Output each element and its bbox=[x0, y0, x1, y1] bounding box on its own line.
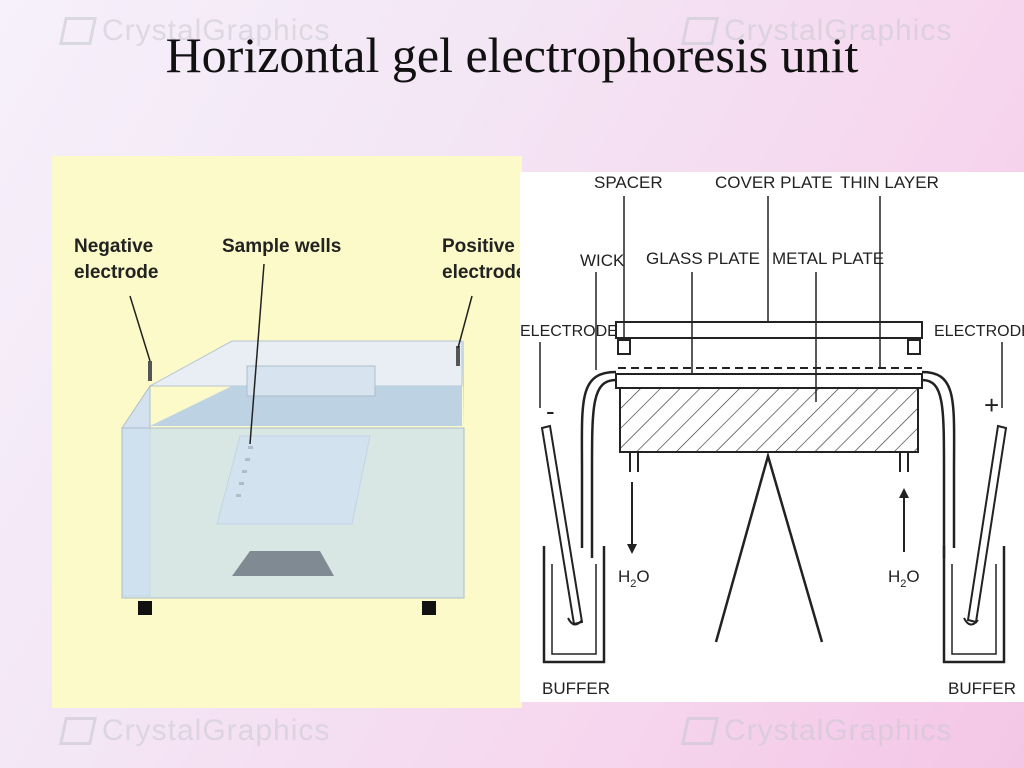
slide-title: Horizontal gel electrophoresis unit bbox=[165, 27, 859, 83]
water-out-arrowhead-icon bbox=[627, 544, 637, 554]
label-negative-electrode-line1: Negative bbox=[74, 236, 153, 257]
watermark-text: CrystalGraphics bbox=[724, 14, 953, 47]
h2o-left-o: O bbox=[636, 567, 649, 586]
tank-right-side bbox=[462, 341, 464, 598]
label-electrode-right: ELECTRODE bbox=[934, 323, 1024, 340]
watermark-top-left: CrystalGraphics bbox=[59, 14, 331, 48]
gel-tank-diagram: Negative electrode Sample wells Positive… bbox=[52, 156, 526, 708]
leader-negative-electrode bbox=[129, 295, 151, 362]
wick-right-inner bbox=[921, 378, 946, 558]
label-buffer-right: BUFFER bbox=[948, 679, 1016, 698]
leader-sample-wells bbox=[249, 263, 265, 445]
label-h2o-left: H2O bbox=[618, 567, 650, 590]
label-metal-plate: METAL PLATE bbox=[772, 249, 884, 268]
thin-layer-apparatus-diagram: SPACER COVER PLATE THIN LAYER WICK GLASS… bbox=[520, 172, 1024, 702]
electrode-rod-left bbox=[540, 424, 584, 626]
tank-buffer-surface bbox=[150, 386, 462, 426]
h2o-left-h: H bbox=[618, 567, 630, 586]
metal-plate bbox=[619, 387, 919, 453]
label-plus: + bbox=[984, 390, 999, 420]
buffer-tank-left-inner bbox=[551, 564, 597, 655]
h2o-right-o: O bbox=[906, 567, 919, 586]
watermark-text: CrystalGraphics bbox=[724, 714, 953, 747]
gel-tank-illustration: Negative electrode Sample wells Positive… bbox=[74, 236, 526, 615]
h2o-left-subscript: 2 bbox=[630, 578, 636, 590]
electrode-coil-right bbox=[963, 617, 979, 626]
negative-electrode bbox=[148, 361, 152, 381]
watermark-top-right: CrystalGraphics bbox=[681, 14, 953, 48]
electrode-coil-left bbox=[567, 617, 583, 626]
label-positive-electrode-line1: Positive bbox=[442, 236, 515, 257]
label-wick: WICK bbox=[580, 251, 625, 270]
crystalgraphics-logo-icon bbox=[681, 717, 719, 745]
label-cover-plate: COVER PLATE bbox=[715, 173, 833, 192]
leader-positive-electrode bbox=[457, 295, 473, 349]
wick-left-outer bbox=[580, 370, 617, 548]
thin-layer-apparatus-illustration: SPACER COVER PLATE THIN LAYER WICK GLASS… bbox=[520, 173, 1024, 698]
watermark-text: CrystalGraphics bbox=[102, 14, 331, 47]
buffer-tank-left bbox=[542, 546, 606, 664]
wick-left-inner bbox=[590, 378, 617, 558]
buffer-tank-right bbox=[942, 546, 1006, 664]
wick-right-outer bbox=[921, 370, 956, 548]
h2o-right-subscript: 2 bbox=[900, 578, 906, 590]
label-positive-electrode-line2: electrode bbox=[442, 262, 522, 283]
tank-foot-right bbox=[422, 601, 436, 615]
label-buffer-left: BUFFER bbox=[542, 679, 610, 698]
watermark-text: CrystalGraphics bbox=[102, 714, 331, 747]
positive-electrode bbox=[456, 346, 460, 366]
cover-plate bbox=[615, 321, 923, 339]
label-thin-layer: THIN LAYER bbox=[840, 173, 939, 192]
support-stand bbox=[714, 451, 824, 643]
buffer-tank-right-inner bbox=[951, 564, 997, 655]
spacer-right bbox=[907, 339, 921, 355]
label-h2o-right: H2O bbox=[888, 567, 920, 590]
tank-foot-left bbox=[138, 601, 152, 615]
h2o-right-h: H bbox=[888, 567, 900, 586]
gel-tray-back bbox=[246, 365, 376, 397]
label-sample-wells: Sample wells bbox=[222, 236, 341, 257]
label-spacer: SPACER bbox=[594, 173, 663, 192]
watermark-bottom-right: CrystalGraphics bbox=[681, 714, 953, 748]
crystalgraphics-logo-icon bbox=[59, 717, 97, 745]
tank-pedestal bbox=[232, 551, 334, 576]
glass-plate bbox=[615, 373, 923, 389]
label-negative-electrode-line2: electrode bbox=[74, 262, 158, 283]
label-minus: - bbox=[546, 396, 555, 426]
label-glass-plate: GLASS PLATE bbox=[646, 249, 760, 268]
electrode-rod-right bbox=[966, 424, 1008, 624]
water-in-arrowhead-icon bbox=[899, 488, 909, 498]
label-electrode-left: ELECTRODE bbox=[520, 323, 618, 340]
spacer-left bbox=[617, 339, 631, 355]
watermark-bottom-left: CrystalGraphics bbox=[59, 714, 331, 748]
